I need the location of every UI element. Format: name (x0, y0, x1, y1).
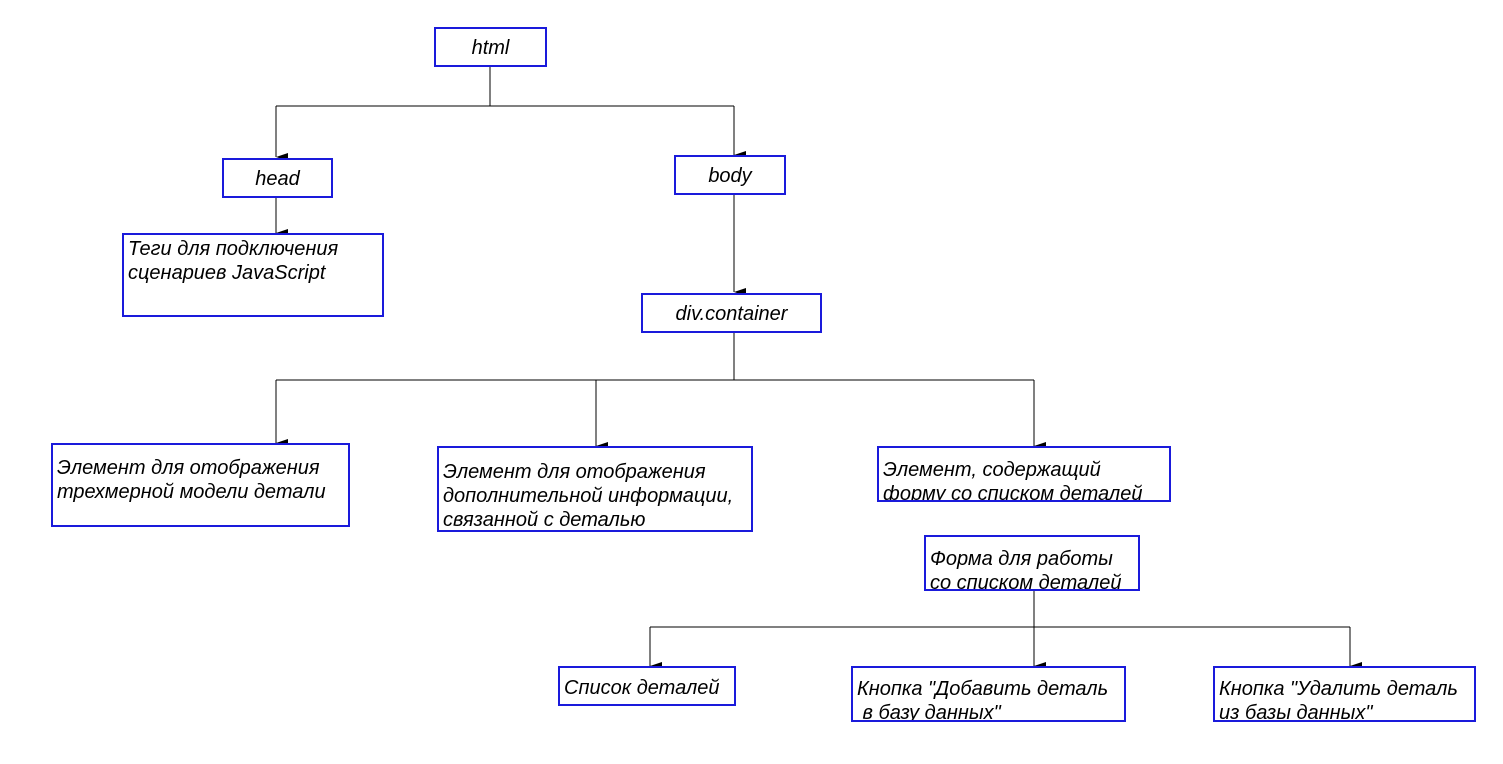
node-head: head (222, 158, 333, 198)
node-form-container: Элемент, содержащий форму со списком дет… (877, 446, 1171, 502)
connector-form (650, 590, 1350, 628)
node-add-button: Кнопка "Добавить деталь в базу данных" (851, 666, 1126, 722)
connector-html (276, 66, 734, 107)
connector-container (276, 332, 1034, 381)
node-info-element: Элемент для отображения дополнительной и… (437, 446, 753, 532)
node-head-scripts: Теги для подключения сценариев JavaScrip… (122, 233, 384, 317)
node-div-container: div.container (641, 293, 822, 333)
node-html: html (434, 27, 547, 67)
node-model-element: Элемент для отображения трехмерной модел… (51, 443, 350, 527)
node-form: Форма для работы со списком деталей (924, 535, 1140, 591)
node-delete-button: Кнопка "Удалить деталь из базы данных" (1213, 666, 1476, 722)
node-body: body (674, 155, 786, 195)
node-parts-list: Список деталей (558, 666, 736, 706)
